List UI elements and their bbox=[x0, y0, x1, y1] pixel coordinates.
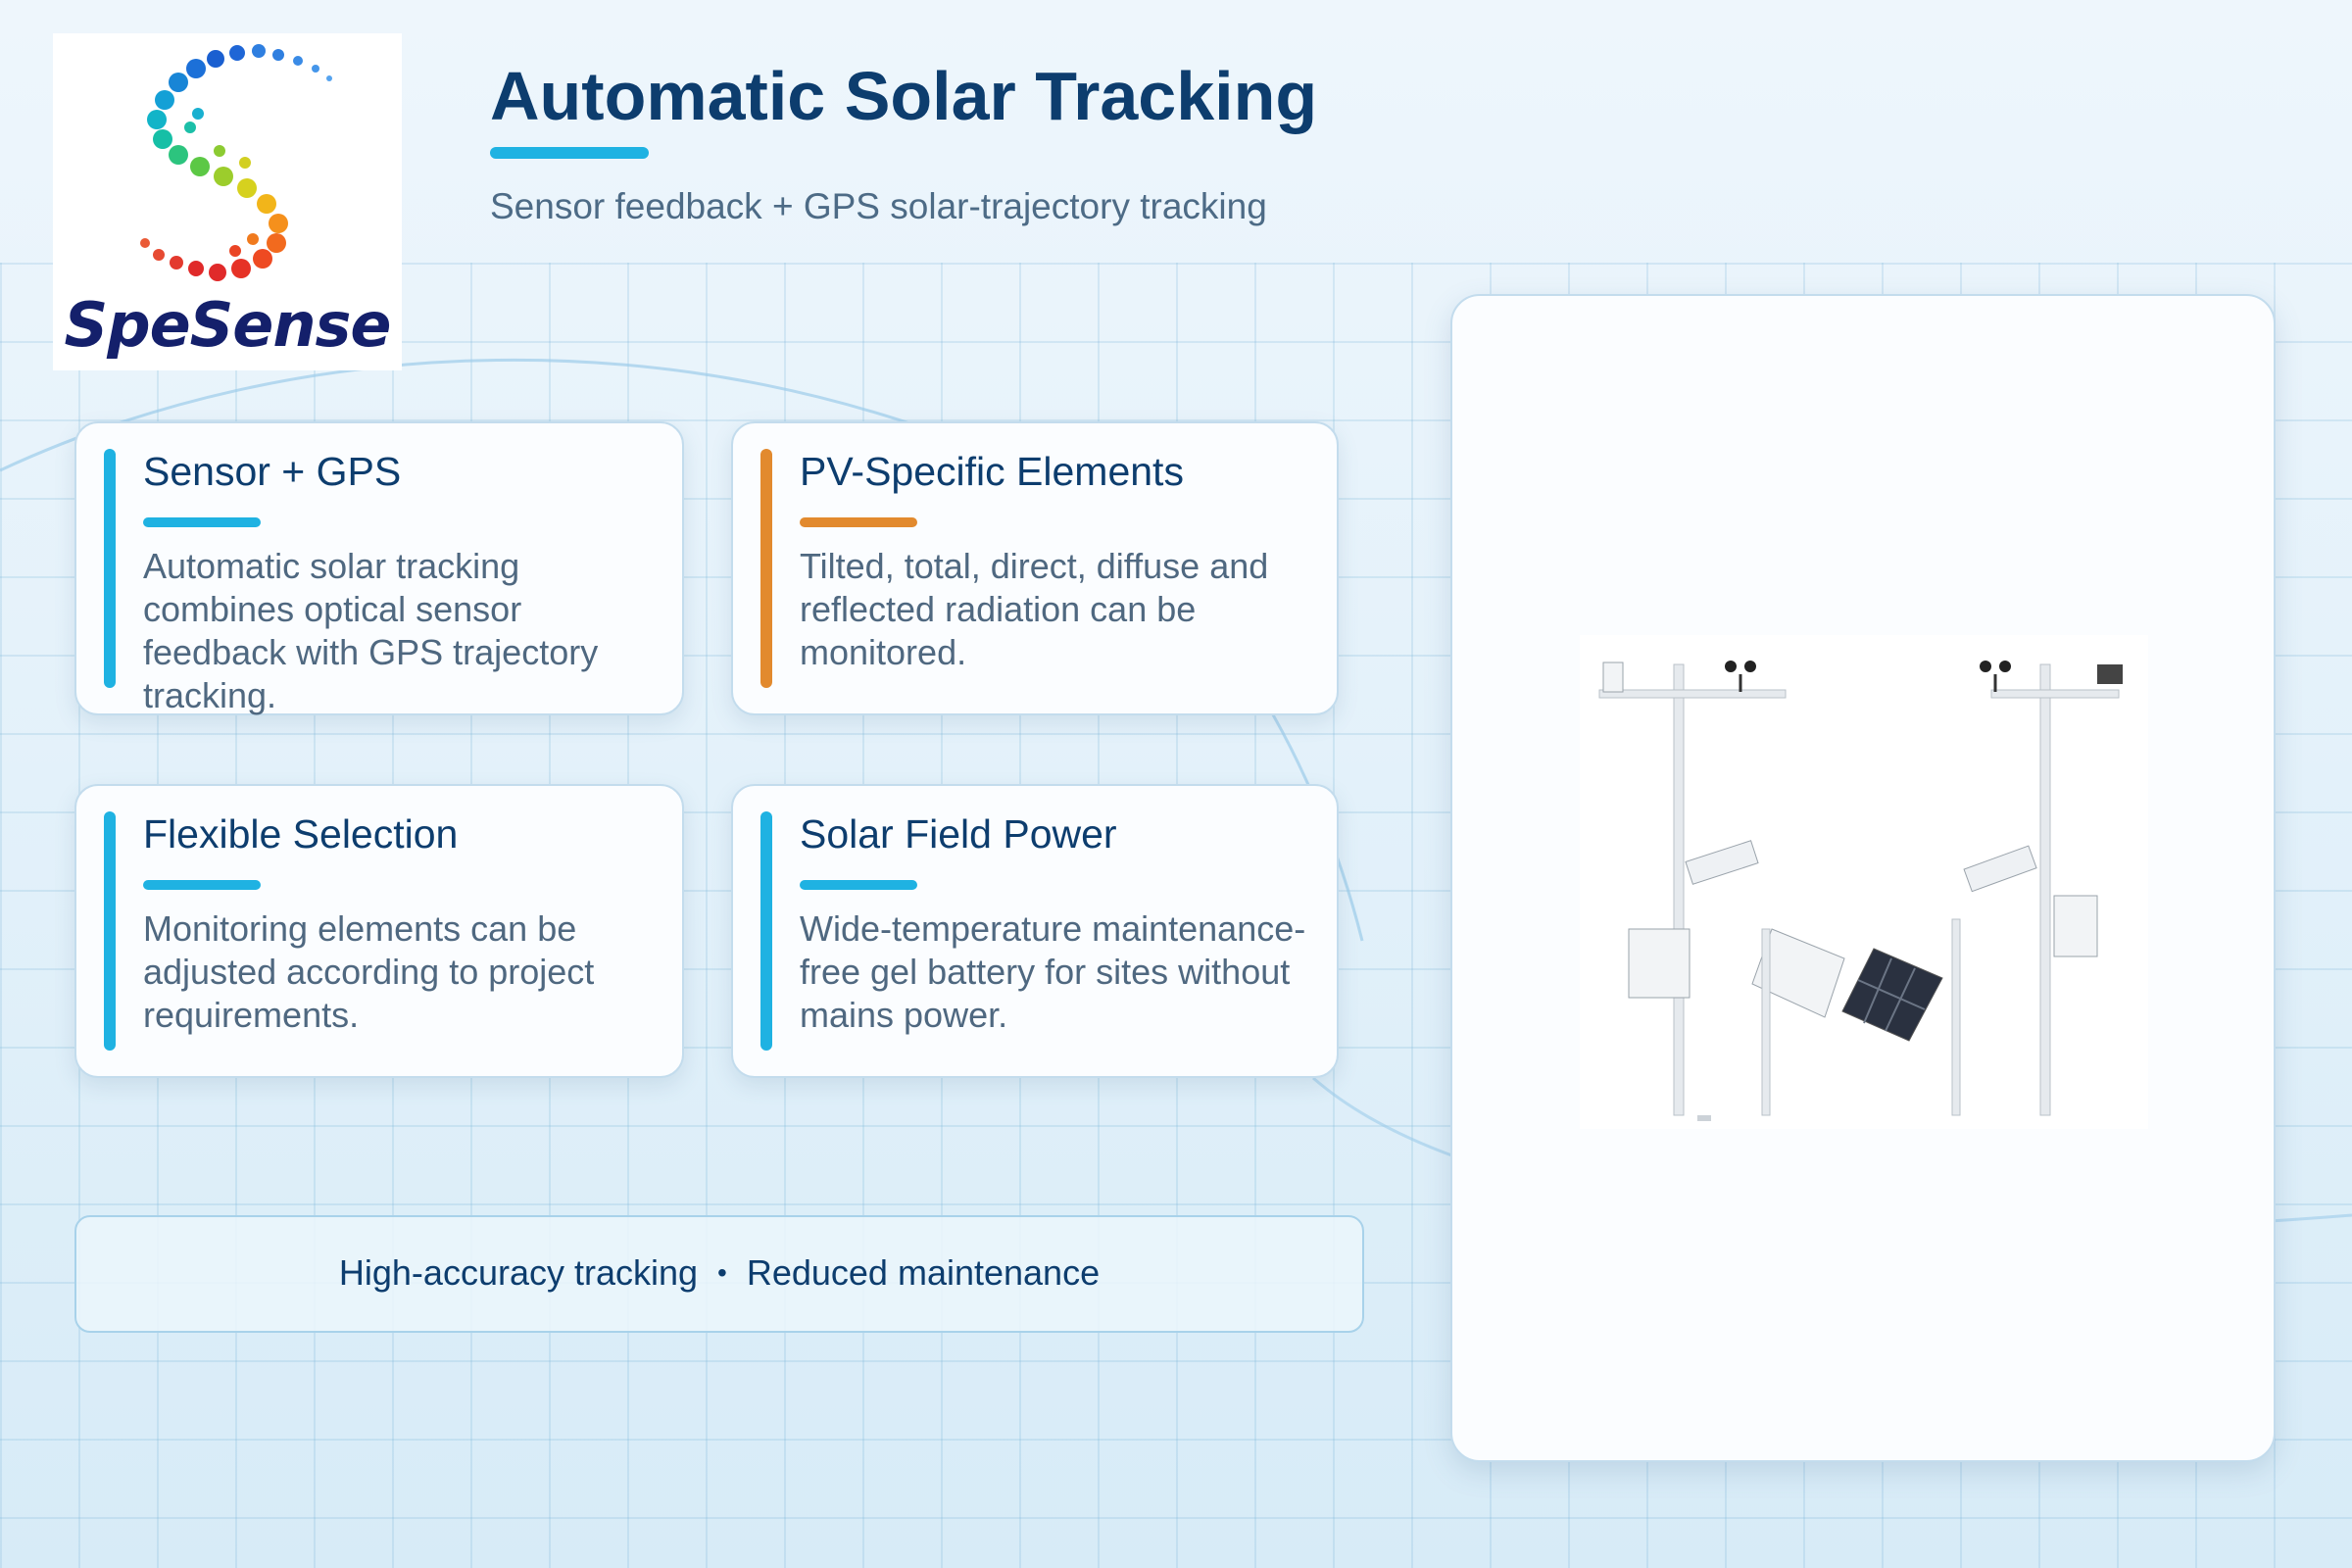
benefit-accuracy: High-accuracy tracking bbox=[338, 1252, 699, 1293]
bullet-separator: • bbox=[717, 1257, 727, 1288]
card-title: Solar Field Power bbox=[800, 811, 1117, 857]
benefit-maintenance: Reduced maintenance bbox=[746, 1252, 1101, 1293]
feature-card-pv-elements: PV-Specific Elements Tilted, total, dire… bbox=[731, 421, 1339, 715]
spesense-logo: SpeSense bbox=[53, 33, 402, 370]
card-accent-bar bbox=[104, 449, 116, 688]
card-accent-bar bbox=[760, 449, 772, 688]
logo-swirl-icon bbox=[140, 44, 332, 281]
card-title: Flexible Selection bbox=[143, 811, 459, 857]
card-accent-bar bbox=[104, 811, 116, 1051]
feature-card-flexible-selection: Flexible Selection Monitoring elements c… bbox=[74, 784, 684, 1078]
card-title-underline bbox=[143, 517, 261, 527]
logo-wordmark: SpeSense bbox=[64, 289, 392, 361]
feature-card-sensor-gps: Sensor + GPS Automatic solar tracking co… bbox=[74, 421, 684, 715]
page-title: Automatic Solar Tracking bbox=[490, 58, 1318, 134]
benefits-text: High-accuracy tracking • Reduced maintenan… bbox=[76, 1252, 1362, 1294]
title-underline bbox=[490, 147, 649, 159]
card-title-underline bbox=[800, 880, 917, 890]
card-accent-bar bbox=[760, 811, 772, 1051]
benefits-bar: High-accuracy tracking • Reduced maintenan… bbox=[74, 1215, 1364, 1333]
card-body: Monitoring elements can be adjusted acco… bbox=[143, 908, 595, 1035]
product-image-panel bbox=[1450, 294, 2276, 1462]
card-title-underline bbox=[800, 517, 917, 527]
card-title: PV-Specific Elements bbox=[800, 449, 1184, 494]
card-title: Sensor + GPS bbox=[143, 449, 402, 494]
card-body: Automatic solar tracking combines optica… bbox=[143, 546, 599, 715]
feature-card-solar-field-power: Solar Field Power Wide-temperature maint… bbox=[731, 784, 1339, 1078]
page-subtitle: Sensor feedback + GPS solar-trajectory t… bbox=[490, 186, 1267, 226]
weather-station-image bbox=[1580, 635, 2148, 1129]
card-body: Tilted, total, direct, diffuse and refle… bbox=[800, 546, 1269, 672]
card-title-underline bbox=[143, 880, 261, 890]
card-body: Wide-temperature maintenance-free gel ba… bbox=[800, 908, 1306, 1035]
